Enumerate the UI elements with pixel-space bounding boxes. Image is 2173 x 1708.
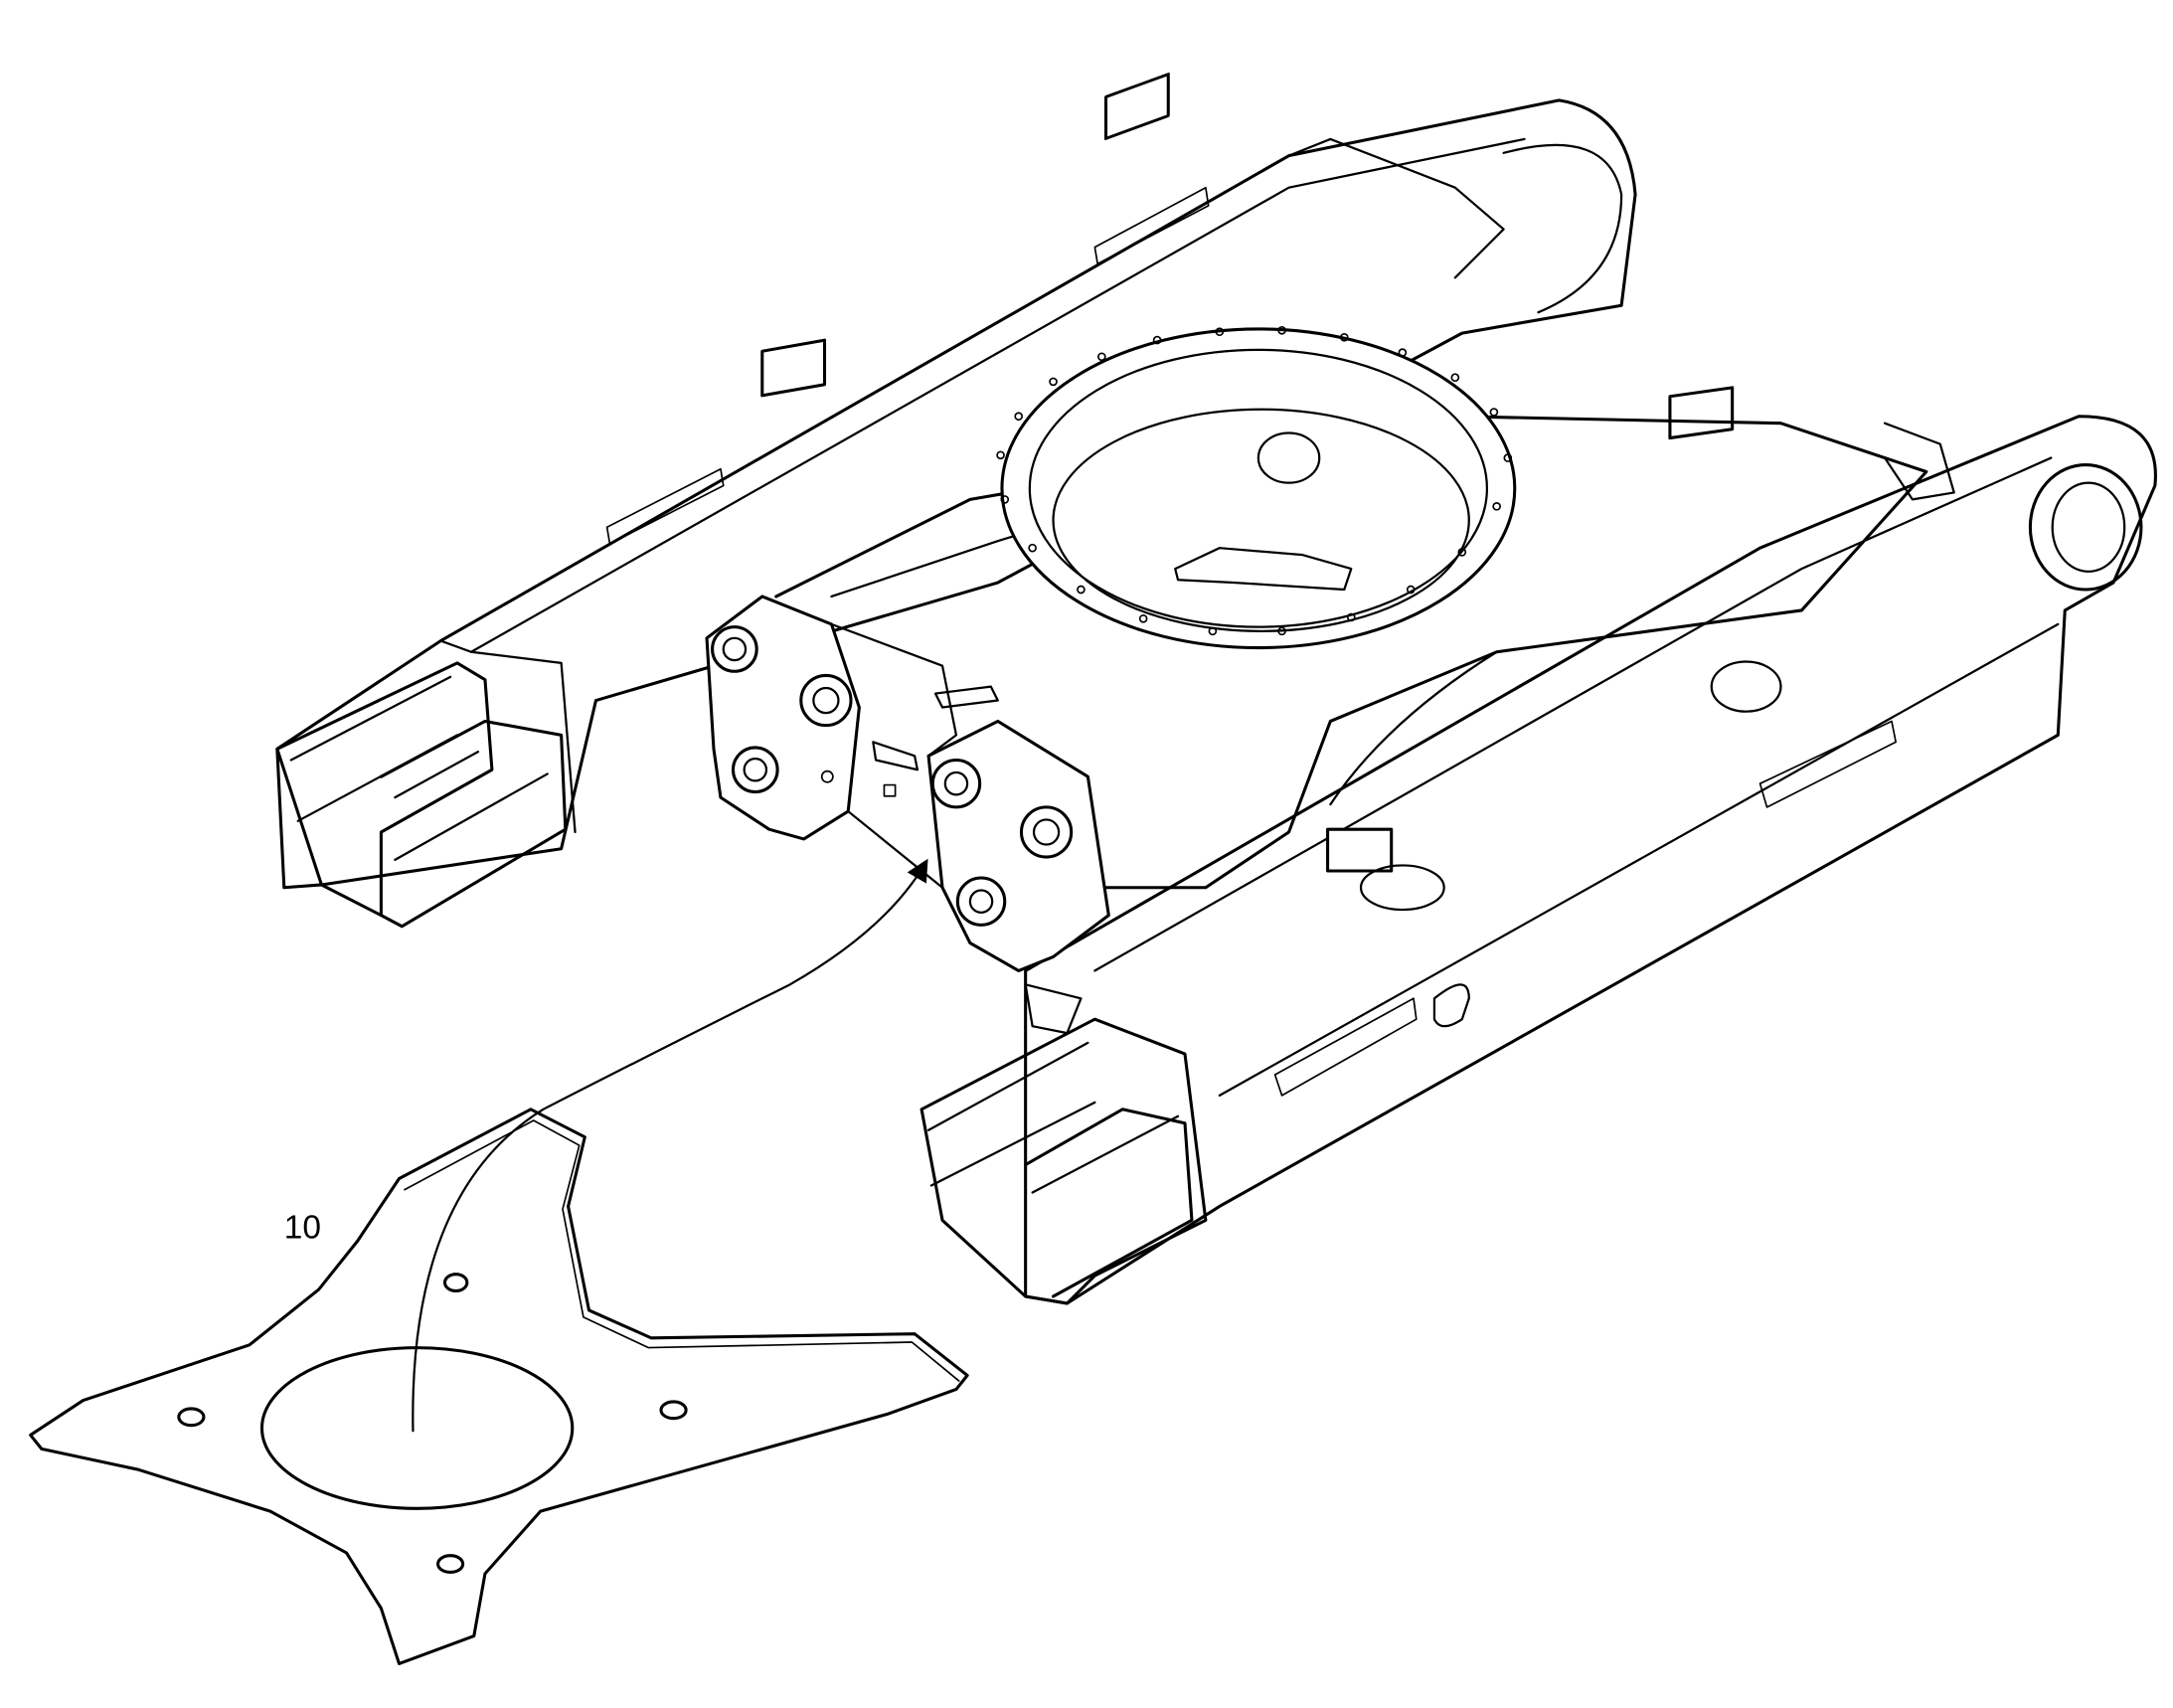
left-track-frame (275, 73, 1637, 929)
right-track-frame (919, 386, 2157, 1305)
center-frame (774, 325, 1928, 912)
leader-line (412, 858, 928, 1433)
gasket-plate (29, 1108, 969, 1665)
bearing-bolt-holes (996, 325, 1513, 636)
front-mount-bracket (705, 595, 1110, 1035)
undercarriage-frame (275, 73, 2157, 1305)
callout-label: 10 (284, 1209, 321, 1246)
